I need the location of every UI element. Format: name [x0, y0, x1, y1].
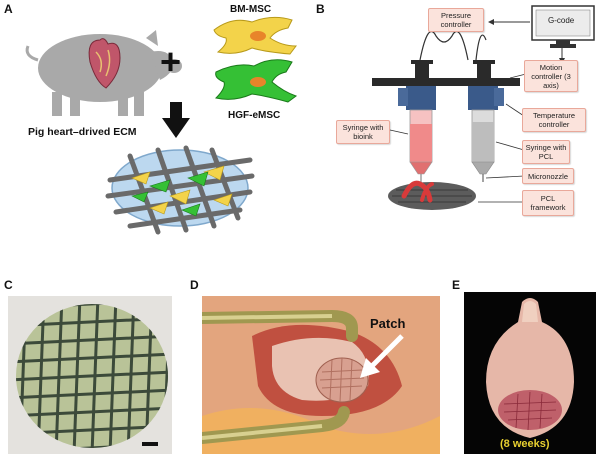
computer-monitor-icon	[531, 5, 595, 48]
pcl-syringe	[471, 109, 495, 182]
panel-d-letter: D	[190, 278, 199, 292]
bm-msc-label: BM-MSC	[230, 4, 272, 15]
pcl-framework-print	[388, 180, 476, 210]
bm-msc-cell-icon	[213, 16, 297, 55]
callout-pressure-controller: Pressure controller	[428, 8, 484, 32]
hgf-emsc-label: HGF-eMSC	[228, 110, 281, 121]
scaffold-photo	[8, 296, 172, 454]
patch-label: Patch	[370, 316, 406, 331]
bioink-syringe	[409, 109, 433, 182]
motion-rail	[372, 78, 520, 86]
surgery-image	[202, 296, 440, 454]
callout-syringe-bioink: Syringe with bioink	[336, 120, 390, 144]
plus-sign: +	[160, 41, 182, 82]
panel-a-letter: A	[4, 2, 13, 16]
explanted-heart-photo	[464, 292, 596, 454]
patch-arrow-icon	[360, 334, 404, 378]
scaffold-grid-image	[16, 304, 168, 448]
callout-temperature-controller: Temperature controller	[522, 108, 586, 132]
heart-icon	[88, 38, 121, 89]
gcode-label: G-code	[548, 16, 575, 25]
panel-e-letter: E	[452, 278, 461, 292]
explanted-heart-image	[464, 292, 596, 454]
panel-b-letter: B	[316, 2, 325, 16]
scaffold-disc-icon	[105, 145, 255, 235]
hgf-emsc-cell-icon	[215, 59, 298, 103]
callout-micronozzle: Micronozzle	[522, 168, 574, 184]
callout-syringe-pcl: Syringe with PCL	[522, 140, 570, 164]
surgery-photo	[202, 296, 440, 454]
arrow-down-icon	[162, 102, 190, 138]
pig-ecm-label: Pig heart–drived ECM	[28, 126, 137, 138]
callout-pcl-framework: PCL framework	[522, 190, 574, 216]
callout-motion-controller: Motion controller (3 axis)	[524, 60, 578, 92]
panel-c-letter: C	[4, 278, 13, 292]
time-label: (8 weeks)	[500, 438, 550, 450]
scale-bar	[142, 442, 158, 446]
